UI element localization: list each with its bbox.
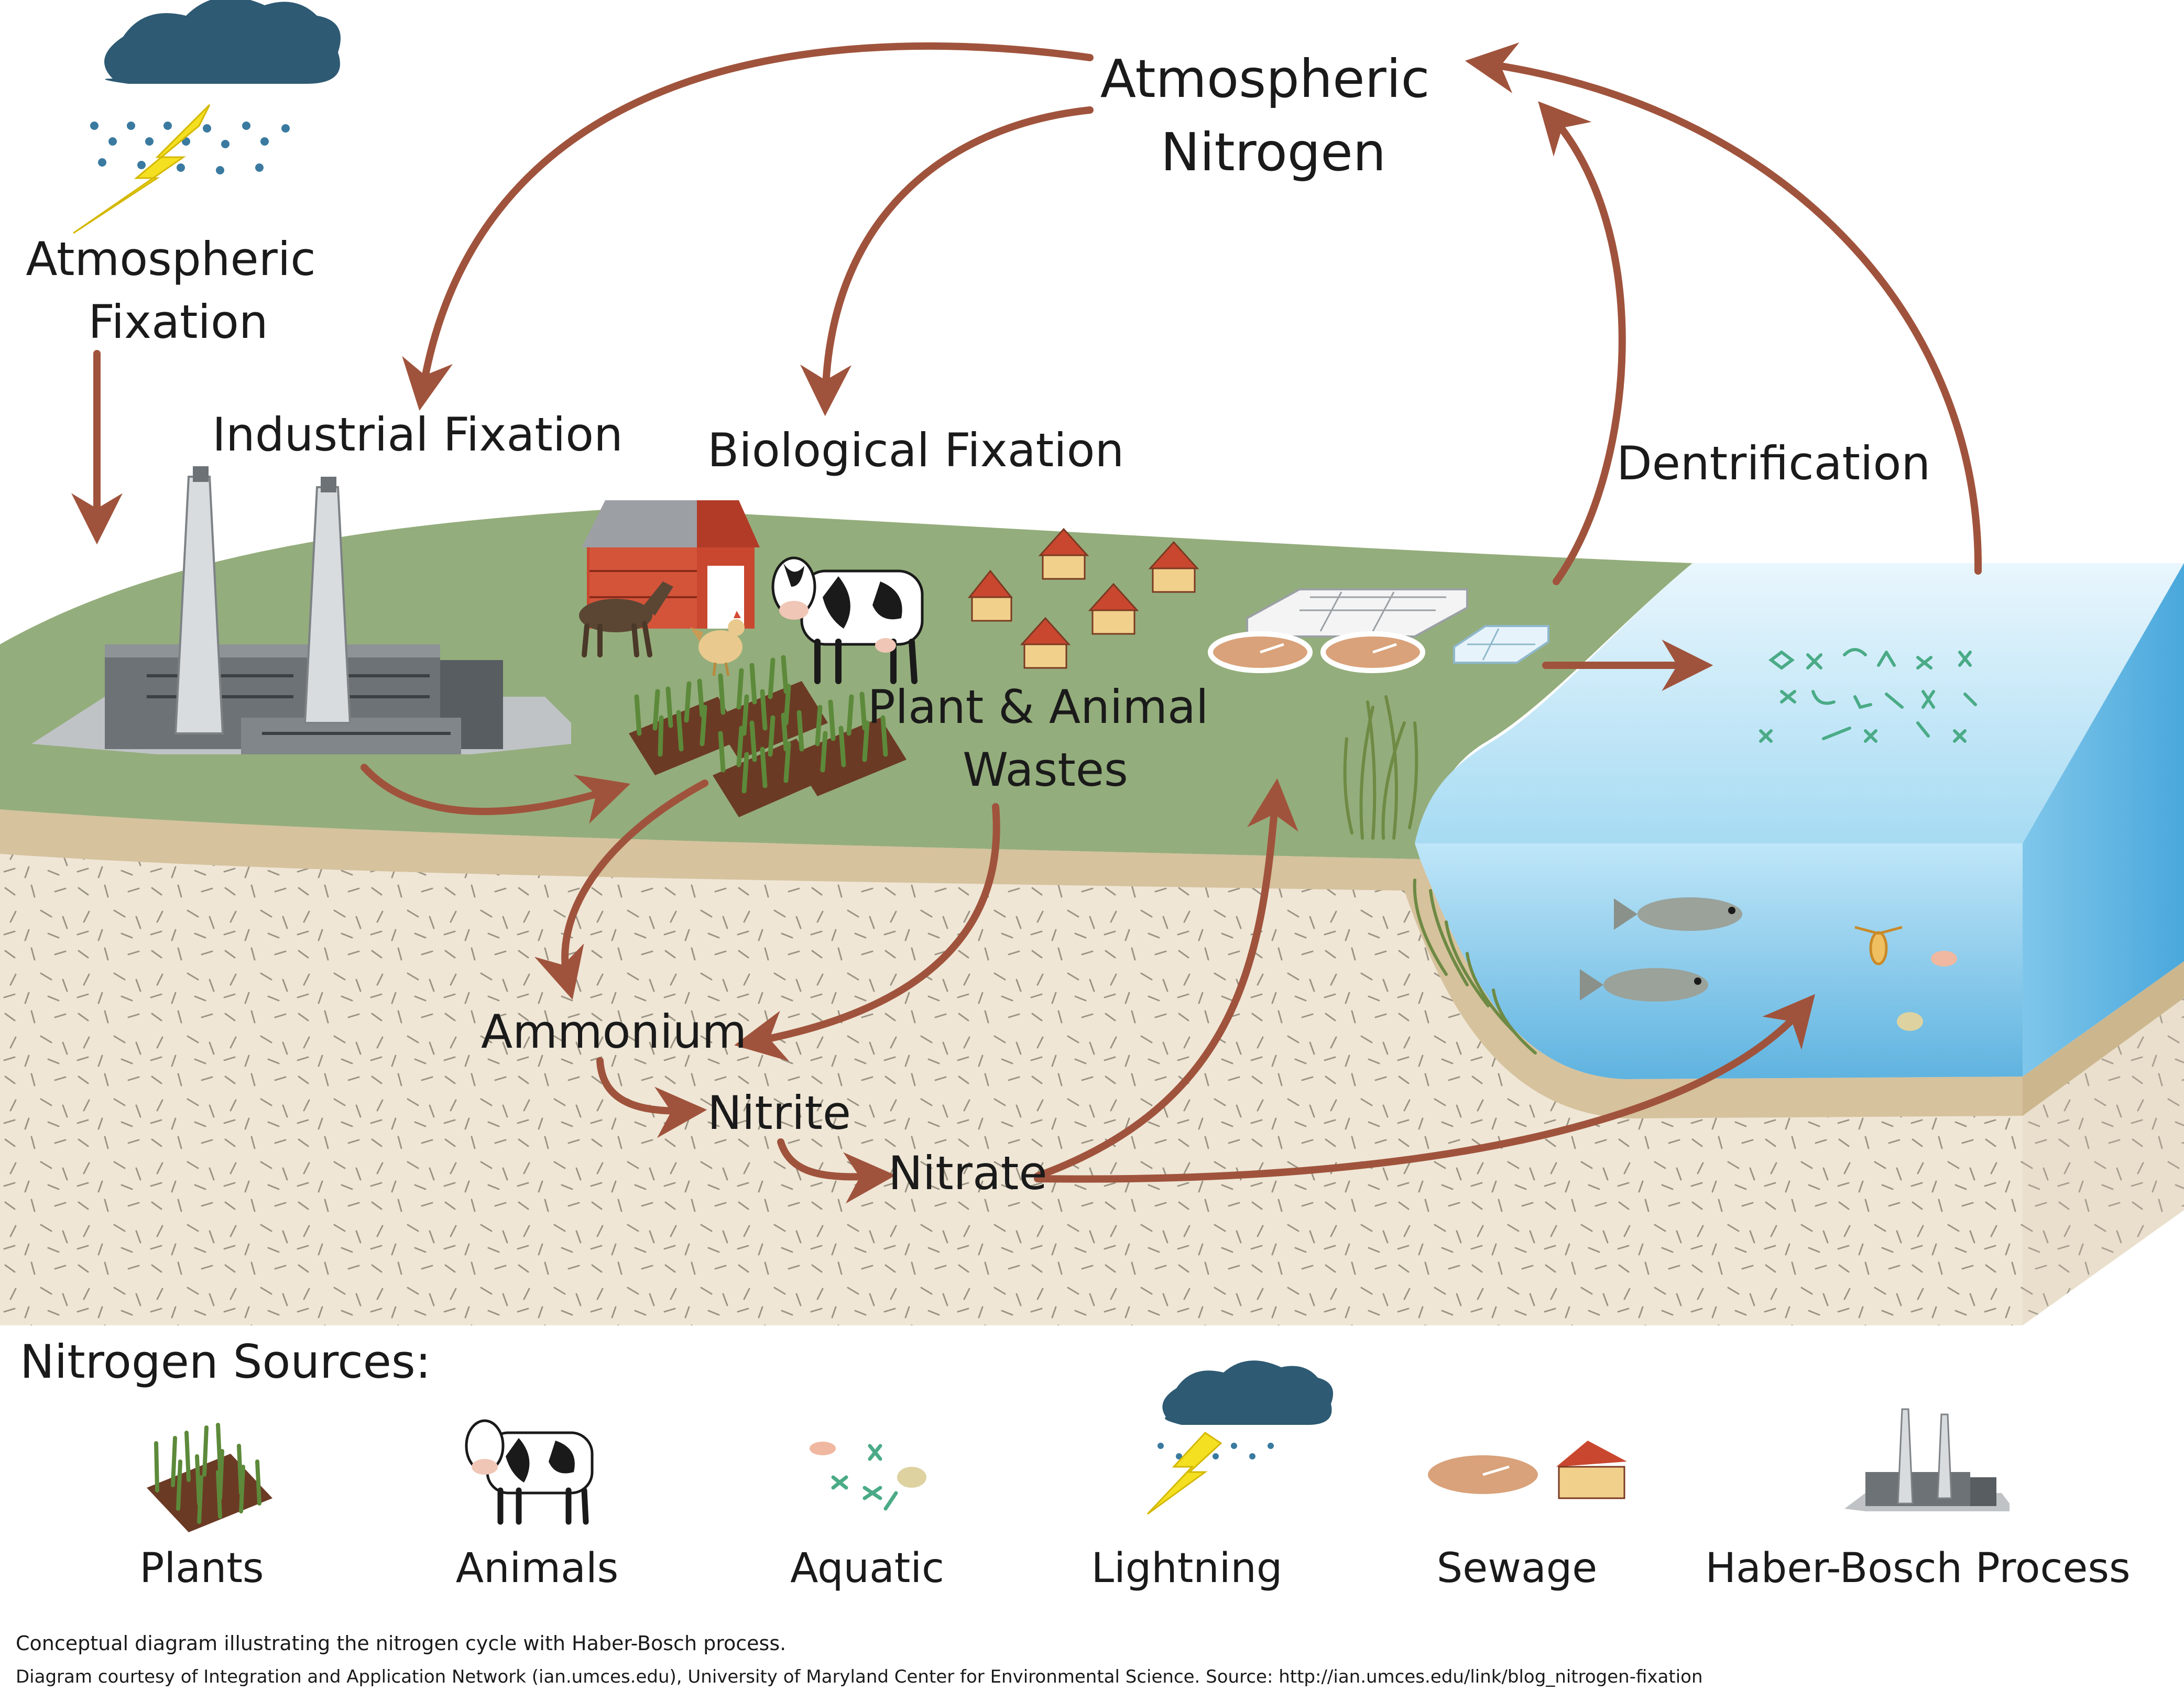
arrow-atmospheric-to-industrial: [402, 42, 1094, 411]
plant-animal-wastes-label: Plant & Animal Wastes: [868, 680, 1224, 797]
ammonium-label: Ammonium: [481, 1005, 747, 1059]
barn: [582, 500, 760, 629]
biological-fixation-label: Biological Fixation: [707, 423, 1124, 477]
nitrate-label: Nitrate: [888, 1146, 1047, 1200]
legend-label-sewage: Sewage: [1437, 1545, 1598, 1592]
grass-surface: [0, 508, 1692, 859]
cow-icon: [465, 1419, 594, 1525]
plankton-icon: [810, 1442, 926, 1511]
factory-icon: [31, 466, 571, 754]
fish: [1580, 897, 1957, 1031]
legend: Nitrogen Sources: Plants: [20, 1335, 2131, 1592]
arrow-wastes-to-ammonium: [734, 803, 1000, 1061]
denitrification-label: Dentrification: [1617, 436, 1930, 490]
arrow-nitrate-to-plants: [1034, 778, 1298, 1180]
flow-arrows: [71, 42, 1982, 1204]
legend-label-haber-bosch: Haber-Bosch Process: [1705, 1545, 2130, 1592]
arrow-nitrate-to-water: [1034, 994, 1816, 1183]
factory-legend-icon: [1844, 1408, 2010, 1511]
arrow-factory-to-crops: [361, 764, 631, 824]
caption-line-1: Conceptual diagram illustrating the nitr…: [16, 1632, 786, 1655]
crop-field-icon: [147, 1423, 272, 1532]
rooster: [690, 611, 745, 676]
arrow-crops-to-ammonium: [534, 779, 708, 1000]
legend-title: Nitrogen Sources:: [20, 1335, 431, 1389]
horse: [579, 581, 673, 657]
arrow-water-to-atmosphere: [1465, 42, 1982, 575]
arrow-ammonium-to-nitrite: [596, 1057, 707, 1138]
industrial-fixation-label: Industrial Fixation: [212, 408, 623, 462]
legend-label-lightning: Lightning: [1091, 1545, 1283, 1592]
storm-cloud-lightning-icon: [73, 0, 341, 234]
legend-label-animals: Animals: [456, 1545, 619, 1592]
caption-line-2: Diagram courtesy of Integration and Appl…: [16, 1666, 1703, 1687]
marsh-grass: [1343, 695, 1537, 1055]
arrow-denitrification-to-atmosphere: [1538, 101, 1626, 585]
cow: [771, 556, 924, 684]
plankton: [1759, 648, 1977, 743]
water-side: [2023, 563, 2184, 1077]
water-front: [1415, 843, 2023, 1079]
sewage-treatment-plant: [1208, 588, 1549, 673]
legend-label-plants: Plants: [139, 1545, 264, 1592]
topsoil-band: [0, 809, 2023, 1118]
arrow-nitrite-to-nitrate: [777, 1138, 896, 1204]
nitrite-label: Nitrite: [707, 1086, 851, 1140]
water-surface: [1415, 563, 2184, 843]
lightning-legend-icon: [1146, 1360, 1334, 1515]
houses: [967, 528, 1199, 669]
sewage-treatment-icon: [1423, 1441, 1627, 1499]
arrow-atmospheric-to-biological: [800, 106, 1094, 416]
legend-label-aquatic: Aquatic: [790, 1545, 944, 1592]
crop-fields: [629, 655, 907, 817]
atmospheric-nitrogen-label: Atmospheric Nitrogen: [1100, 48, 1447, 183]
atmospheric-fixation-label: Atmospheric Fixation: [26, 232, 330, 349]
